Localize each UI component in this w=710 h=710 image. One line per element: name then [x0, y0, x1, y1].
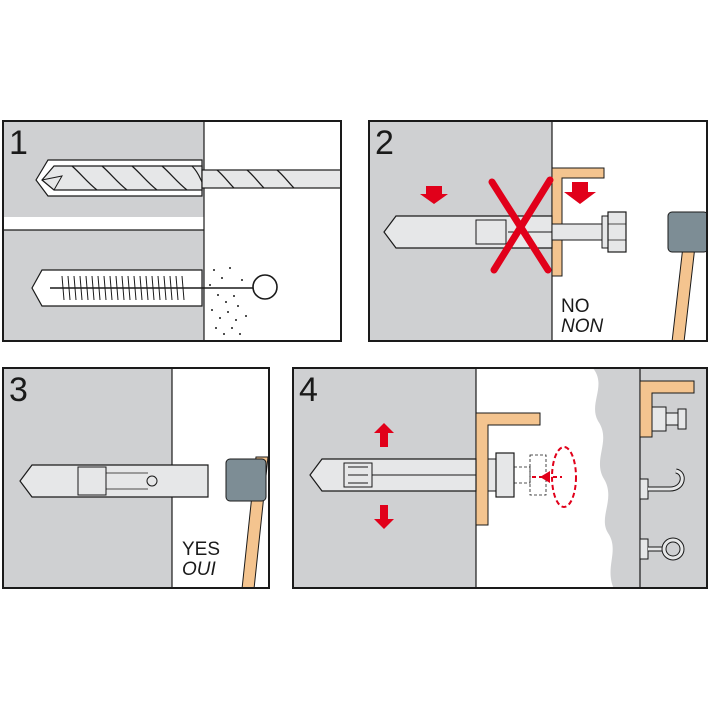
step-4-panel: 4: [292, 367, 708, 589]
anchor-bolt-icon: [383, 211, 627, 253]
down-arrow-icon: [564, 182, 596, 204]
hammer-icon: [667, 211, 708, 342]
caption-non: NON: [561, 316, 604, 337]
step-2-illustration: [368, 120, 708, 342]
step-3-panel: 3 YES OUI: [2, 367, 270, 589]
up-arrow-icon: [374, 423, 394, 447]
cross-icon: [488, 176, 554, 274]
dust-particles: [209, 267, 247, 335]
eye-bolt-icon: [639, 537, 685, 561]
step-number: 1: [9, 124, 28, 162]
expanding-anchor-icon: [309, 452, 547, 498]
step-number: 3: [9, 371, 28, 409]
hammer-icon: [225, 456, 269, 589]
step-number: 4: [299, 371, 318, 409]
step-1-panel: 1: [2, 120, 342, 342]
step-2-panel: 2 NO NON: [368, 120, 708, 342]
bolt-head-icon: [651, 406, 687, 432]
caption-yes: YES: [182, 539, 221, 560]
caption-oui: OUI: [182, 559, 216, 580]
down-arrow-icon: [374, 505, 394, 529]
cleaning-brush-icon: [31, 269, 278, 307]
rotate-arrow-icon: [532, 446, 577, 508]
step-3-illustration: [2, 367, 269, 589]
step-1-illustration: [2, 120, 342, 342]
step-number: 2: [375, 124, 394, 162]
hook-icon: [639, 468, 685, 500]
anchor-sleeve-icon: [19, 464, 209, 498]
down-arrow-icon: [420, 186, 448, 204]
caption-no: NO: [561, 296, 590, 317]
step-4-illustration: [292, 367, 708, 589]
drill-bit-icon: [35, 159, 342, 197]
